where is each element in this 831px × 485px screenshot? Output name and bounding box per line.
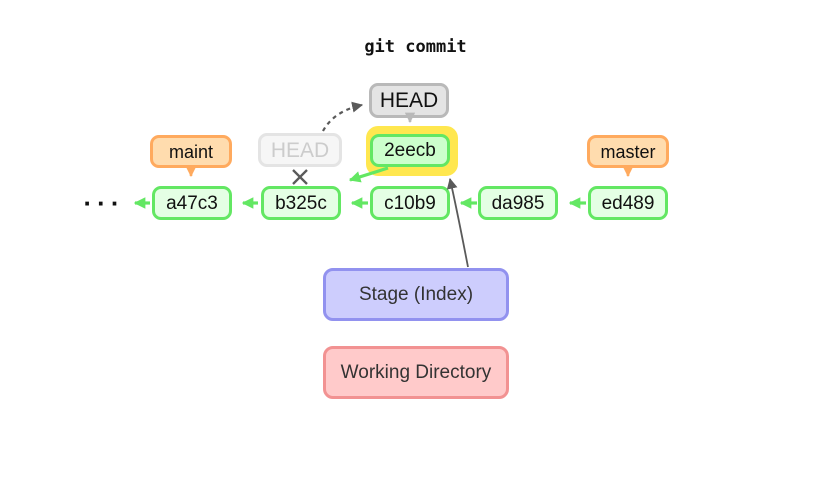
working-directory-box: Working Directory (323, 346, 509, 399)
commit-node-c10b9: c10b9 (370, 186, 450, 220)
arrow-oldhead-to-head-dashed (322, 101, 364, 132)
stage-index-box: Stage (Index) (323, 268, 509, 321)
head-pointer-node: HEAD (369, 83, 449, 118)
commit-node-2eecb: 2eecb (370, 134, 450, 167)
commit-node-ed489: ed489 (588, 186, 668, 220)
commit-node-da985: da985 (478, 186, 558, 220)
commit-node-b325c: b325c (261, 186, 341, 220)
commit-node-a47c3: a47c3 (152, 186, 232, 220)
diagram-title: git commit (364, 37, 467, 57)
broken-link-x-mark (292, 169, 308, 185)
old-head-pointer-node: HEAD (258, 133, 342, 167)
branch-label-master: master (587, 135, 669, 168)
history-ellipsis: ··· (83, 188, 125, 218)
arrow-stage-to-2eecb (446, 177, 469, 268)
branch-label-maint: maint (150, 135, 232, 168)
